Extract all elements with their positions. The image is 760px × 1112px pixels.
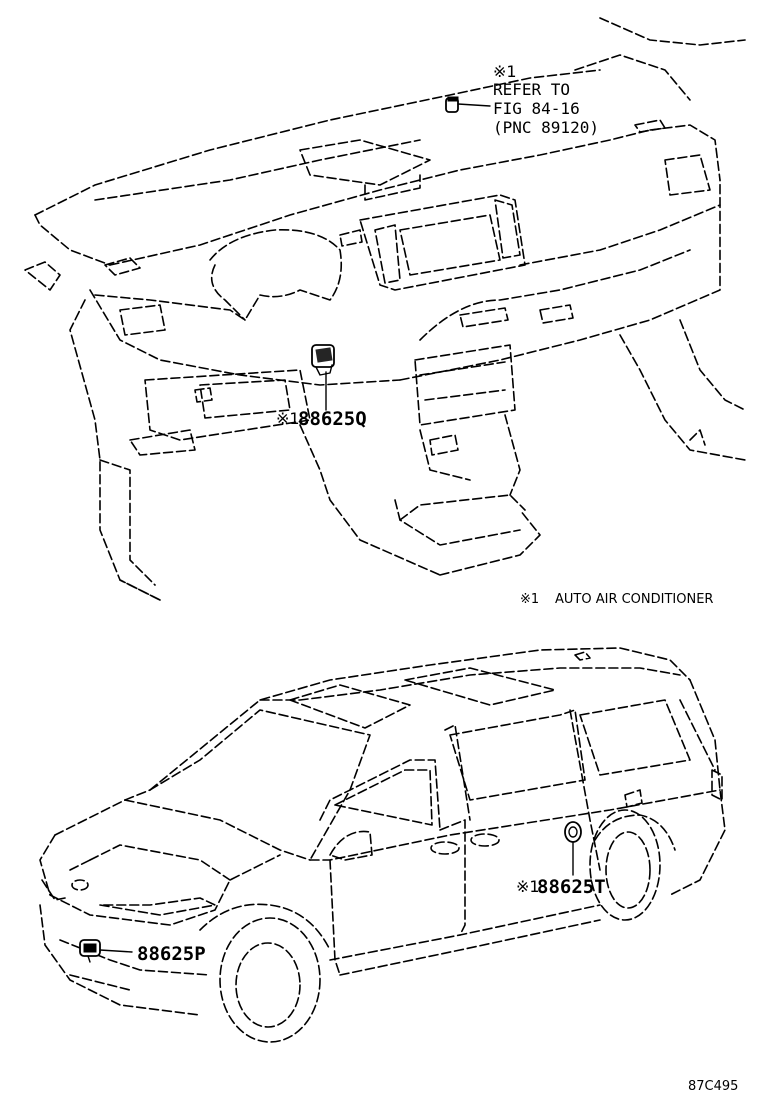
legend-text: AUTO AIR CONDITIONER: [555, 592, 713, 607]
legend-symbol: ※1: [520, 592, 539, 607]
dashboard-illustration: [24, 17, 746, 601]
figure-code: 87C495: [688, 1079, 738, 1094]
callout-88625p-part-no: 88625P: [137, 943, 206, 965]
sensor-88625p-icon: [79, 939, 101, 963]
ref-note-line3: (PNC 89120): [493, 118, 599, 137]
ref-note-symbol: ※1: [493, 62, 517, 81]
ref-note: ※1 REFER TO FIG 84-16 (PNC 89120): [493, 62, 599, 137]
callout-88625t: ※1 88625T: [516, 876, 606, 898]
callout-88625t-symbol: ※1: [516, 877, 540, 896]
leader-88625p: [99, 949, 133, 953]
sensor-88625t-icon: [564, 821, 582, 843]
callout-88625p: 88625P: [137, 943, 206, 965]
callout-88625t-part-no: 88625T: [537, 876, 606, 898]
sensor-88625q-icon: [311, 344, 335, 376]
ref-note-line1: REFER TO: [493, 80, 570, 99]
callout-88625q: ※1 88625Q: [276, 408, 367, 430]
callout-88625q-part-no: 88625Q: [298, 408, 367, 430]
ref-note-line2: FIG 84-16: [493, 99, 580, 118]
callout-88625q-symbol: ※1: [276, 409, 300, 428]
vehicle-illustration: [39, 647, 726, 1043]
legend: ※1 AUTO AIR CONDITIONER: [520, 592, 713, 607]
ref-leader-line: [457, 103, 491, 107]
dash-sensor-89120: [445, 96, 459, 113]
